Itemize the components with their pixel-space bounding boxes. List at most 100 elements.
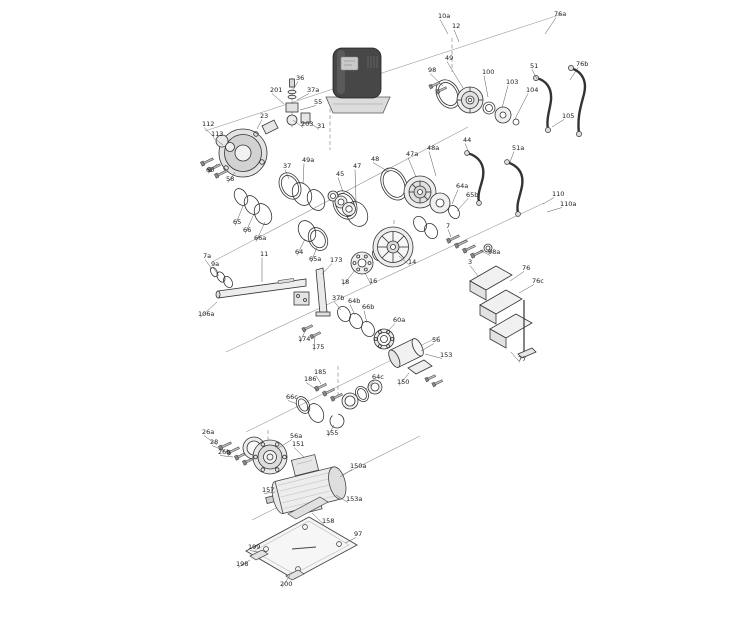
part-label-65: 65 xyxy=(233,218,241,226)
leader-line xyxy=(296,93,310,101)
top-bearing-flange-group xyxy=(456,86,520,126)
part-label-10a: 10a xyxy=(438,12,450,20)
leader-line xyxy=(256,119,263,130)
shaft-seal-stack xyxy=(327,190,356,216)
leader-line xyxy=(510,351,521,363)
part-label-37a: 37a xyxy=(307,86,319,94)
leader-line xyxy=(428,151,437,177)
leader-line xyxy=(344,537,357,544)
leader-line xyxy=(296,238,306,256)
part-label-98: 98 xyxy=(428,66,436,74)
part-label-64: 64 xyxy=(295,248,303,256)
part-label-44: 44 xyxy=(463,136,471,144)
leader-line xyxy=(364,272,372,285)
leader-line xyxy=(469,265,479,277)
leader-line xyxy=(501,85,509,109)
leader-line xyxy=(299,328,307,343)
part-label-55: 55 xyxy=(314,98,322,106)
leader-line xyxy=(569,67,579,81)
part-label-58: 58 xyxy=(226,175,234,183)
part-label-104: 104 xyxy=(526,86,538,94)
leader-line xyxy=(451,189,459,205)
leader-line xyxy=(299,105,317,111)
part-label-60a: 60a xyxy=(393,316,405,324)
part-label-14: 14 xyxy=(408,258,416,266)
part-label-150a: 150a xyxy=(350,462,366,470)
part-label-64c: 64c xyxy=(372,373,384,381)
part-label-48a: 48a xyxy=(427,144,439,152)
leader-line xyxy=(456,198,469,212)
leader-line xyxy=(342,269,356,286)
leader-line xyxy=(207,163,218,174)
drive-motor-unit xyxy=(325,47,391,114)
leader-line xyxy=(321,263,333,275)
part-label-66c: 66c xyxy=(286,393,298,401)
base-plate xyxy=(245,496,358,581)
leader-line xyxy=(354,169,357,202)
part-label-110: 110 xyxy=(552,190,564,198)
leader-line xyxy=(237,559,251,568)
part-label-157: 157 xyxy=(262,486,274,494)
leader-line xyxy=(424,353,443,359)
part-label-49a: 49a xyxy=(302,156,314,164)
leader-line xyxy=(483,75,489,98)
part-label-23: 23 xyxy=(260,112,268,120)
coupling-group xyxy=(350,226,414,275)
part-label-98a: 98a xyxy=(488,248,500,256)
leader-line xyxy=(447,229,452,238)
part-label-31: 31 xyxy=(317,122,325,130)
leader-line xyxy=(203,127,215,138)
part-label-66b: 66b xyxy=(362,303,374,311)
part-label-56a: 56a xyxy=(290,432,302,440)
leader-line xyxy=(293,447,305,458)
leader-line xyxy=(363,310,368,324)
leader-line xyxy=(292,81,299,91)
leader-line xyxy=(386,323,396,333)
leader-line xyxy=(212,137,224,146)
leader-line xyxy=(271,93,285,105)
part-label-9a: 9a xyxy=(211,260,219,268)
leader-line xyxy=(544,17,557,35)
part-label-18: 18 xyxy=(341,278,349,286)
part-label-158: 158 xyxy=(322,517,334,525)
part-label-28: 28 xyxy=(210,438,218,446)
part-label-151: 151 xyxy=(292,440,304,448)
leader-line xyxy=(219,455,234,458)
part-label-65a: 65a xyxy=(309,255,321,263)
part-label-173: 173 xyxy=(330,256,342,264)
leader-line xyxy=(349,304,356,316)
leader-line xyxy=(365,380,375,390)
leader-line xyxy=(335,494,349,503)
leader-line xyxy=(337,177,344,193)
part-label-66: 66 xyxy=(243,226,251,234)
part-label-60: 60 xyxy=(206,166,214,174)
part-label-174: 174 xyxy=(298,335,310,343)
leader-line xyxy=(281,574,291,588)
bottom-flange xyxy=(242,436,288,475)
part-label-110a: 110a xyxy=(560,200,576,208)
part-label-12: 12 xyxy=(452,22,460,30)
leader-line xyxy=(333,301,342,311)
leader-line xyxy=(249,550,259,553)
part-label-51a: 51a xyxy=(512,144,524,152)
part-label-77: 77 xyxy=(518,355,526,363)
part-label-26a: 26a xyxy=(202,428,214,436)
leader-line xyxy=(305,382,318,391)
leader-line xyxy=(310,246,318,263)
part-label-65b: 65b xyxy=(466,191,478,199)
part-label-201: 201 xyxy=(270,86,282,94)
part-label-97: 97 xyxy=(354,530,362,538)
leader-line xyxy=(313,335,316,351)
part-label-48: 48 xyxy=(371,155,379,163)
part-label-66a: 66a xyxy=(254,234,266,242)
leader-line xyxy=(227,171,236,183)
leader-line xyxy=(439,19,449,35)
shaft-assembly xyxy=(215,267,331,317)
impeller-group xyxy=(403,175,451,214)
o-rings xyxy=(210,79,461,423)
part-label-203: 203 xyxy=(301,120,313,128)
part-label-198: 198 xyxy=(236,560,248,568)
part-label-103: 103 xyxy=(506,78,518,86)
part-label-3: 3 xyxy=(468,258,472,266)
